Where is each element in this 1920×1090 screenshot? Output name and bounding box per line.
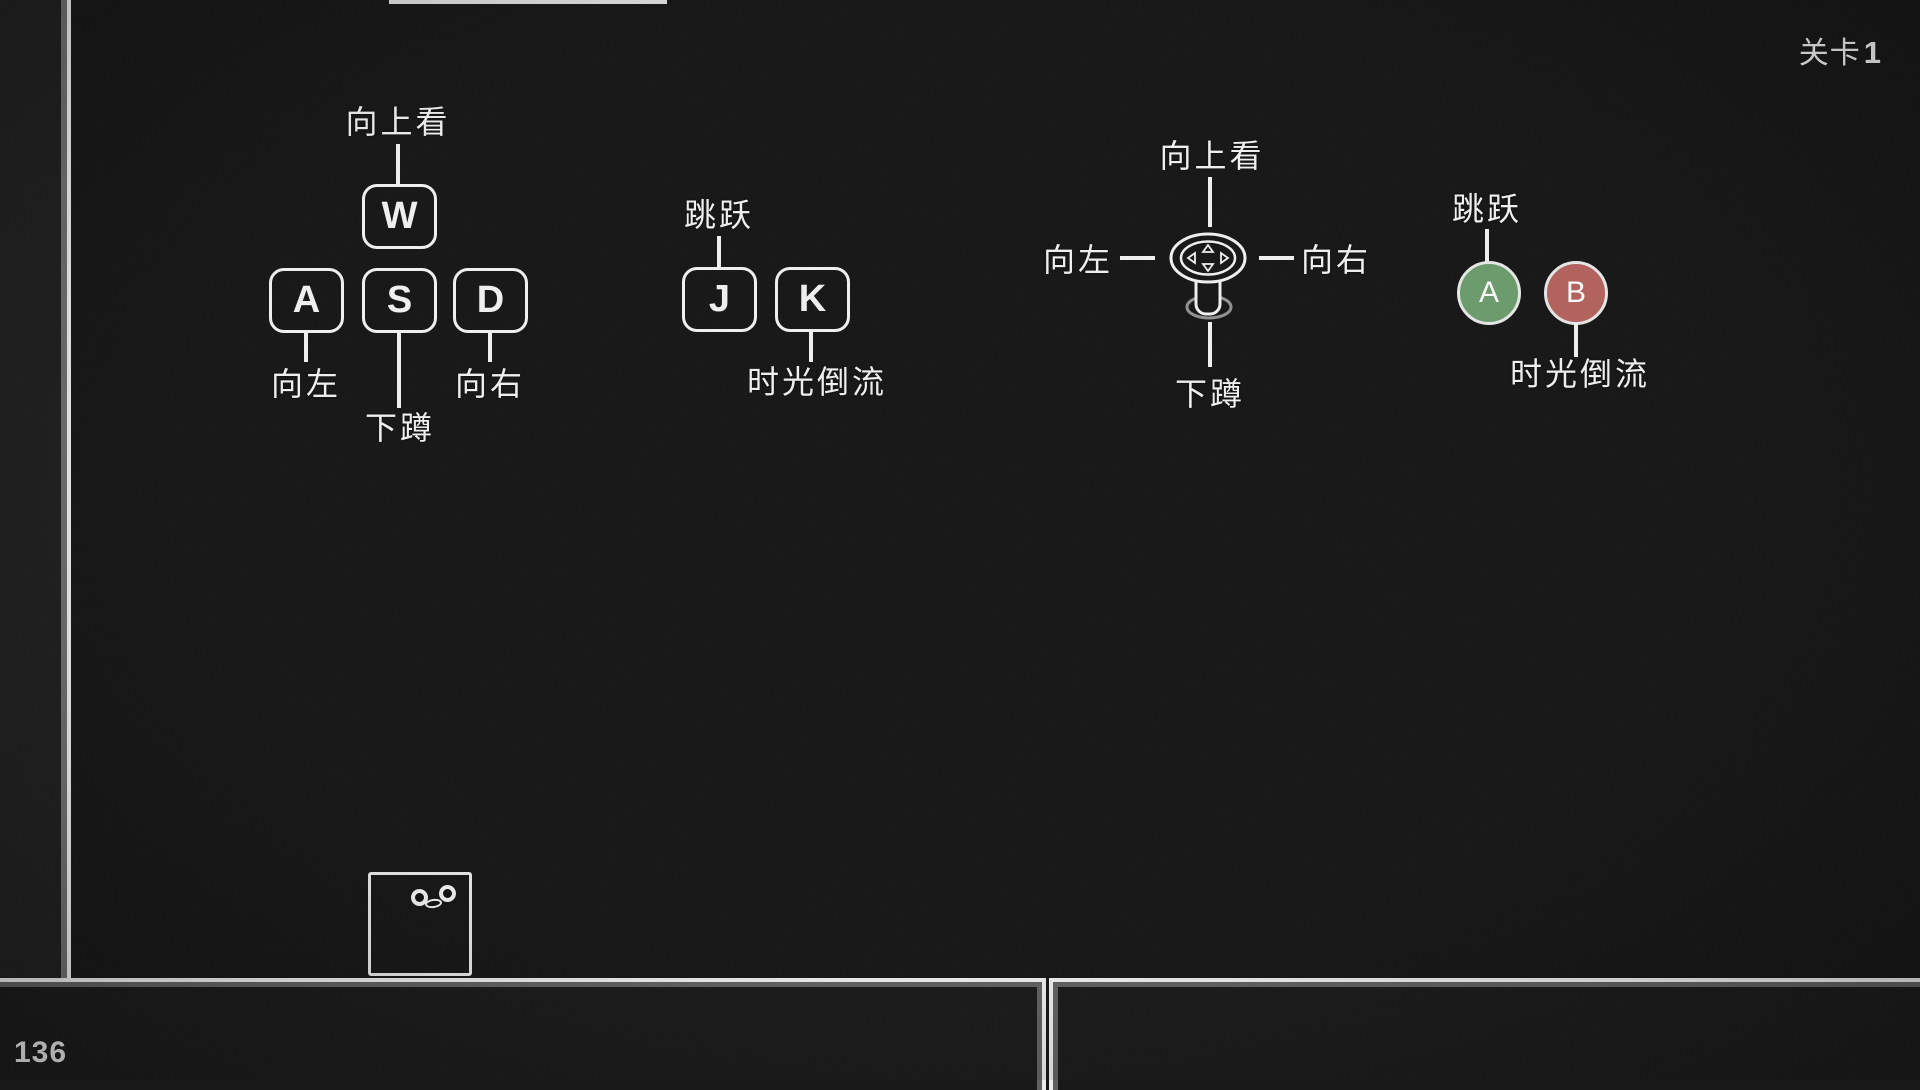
connector-stick-right: [1259, 256, 1294, 260]
key-j: J: [682, 267, 757, 332]
connector-s: [397, 332, 401, 408]
label-look-up-stick: 向上看: [1159, 138, 1265, 174]
level-badge: 关卡1: [1799, 28, 1882, 72]
connector-j: [717, 236, 721, 269]
label-left-stick: 向左: [1042, 242, 1114, 278]
gamepad-button-a: A: [1457, 261, 1521, 325]
connector-button-b: [1574, 323, 1578, 357]
gamepad-button-b: B: [1544, 261, 1608, 325]
player-mouth: [424, 897, 443, 910]
label-rewind-gamepad: 时光倒流: [1509, 356, 1651, 392]
label-left-wasd: 向左: [270, 366, 342, 402]
left-wall-edge-line: [67, 0, 71, 988]
label-crouch-wasd: 下蹲: [364, 410, 436, 446]
connector-d: [488, 332, 492, 362]
label-look-up-wasd: 向上看: [345, 104, 451, 140]
connector-k: [809, 330, 813, 362]
label-crouch-stick: 下蹲: [1174, 376, 1246, 412]
key-a: A: [269, 268, 344, 333]
level-badge-number: 1: [1863, 35, 1882, 70]
label-rewind-keyboard: 时光倒流: [746, 364, 888, 400]
key-w: W: [362, 184, 437, 249]
connector-stick-down: [1208, 322, 1212, 367]
key-d: D: [453, 268, 528, 333]
player-character: [368, 872, 472, 976]
connector-w: [396, 144, 400, 186]
label-jump-keyboard: 跳跃: [683, 197, 755, 233]
key-s: S: [362, 268, 437, 333]
label-right-stick: 向右: [1300, 242, 1372, 278]
label-right-wasd: 向右: [454, 366, 526, 402]
left-wall: [0, 0, 61, 988]
ceiling-edge-line: [389, 0, 667, 4]
connector-stick-up: [1208, 177, 1212, 227]
death-counter: 136: [14, 1036, 68, 1069]
connector-a: [304, 332, 308, 362]
joystick-icon: [1169, 232, 1247, 320]
key-k: K: [775, 267, 850, 332]
connector-button-a: [1485, 229, 1489, 265]
player-eye-right: [439, 885, 456, 902]
label-jump-gamepad: 跳跃: [1451, 191, 1523, 227]
level-badge-text: 关卡: [1798, 37, 1861, 70]
connector-stick-left: [1120, 256, 1155, 260]
floor-platform-left: [0, 978, 1046, 1090]
floor-platform-right: [1049, 978, 1920, 1090]
